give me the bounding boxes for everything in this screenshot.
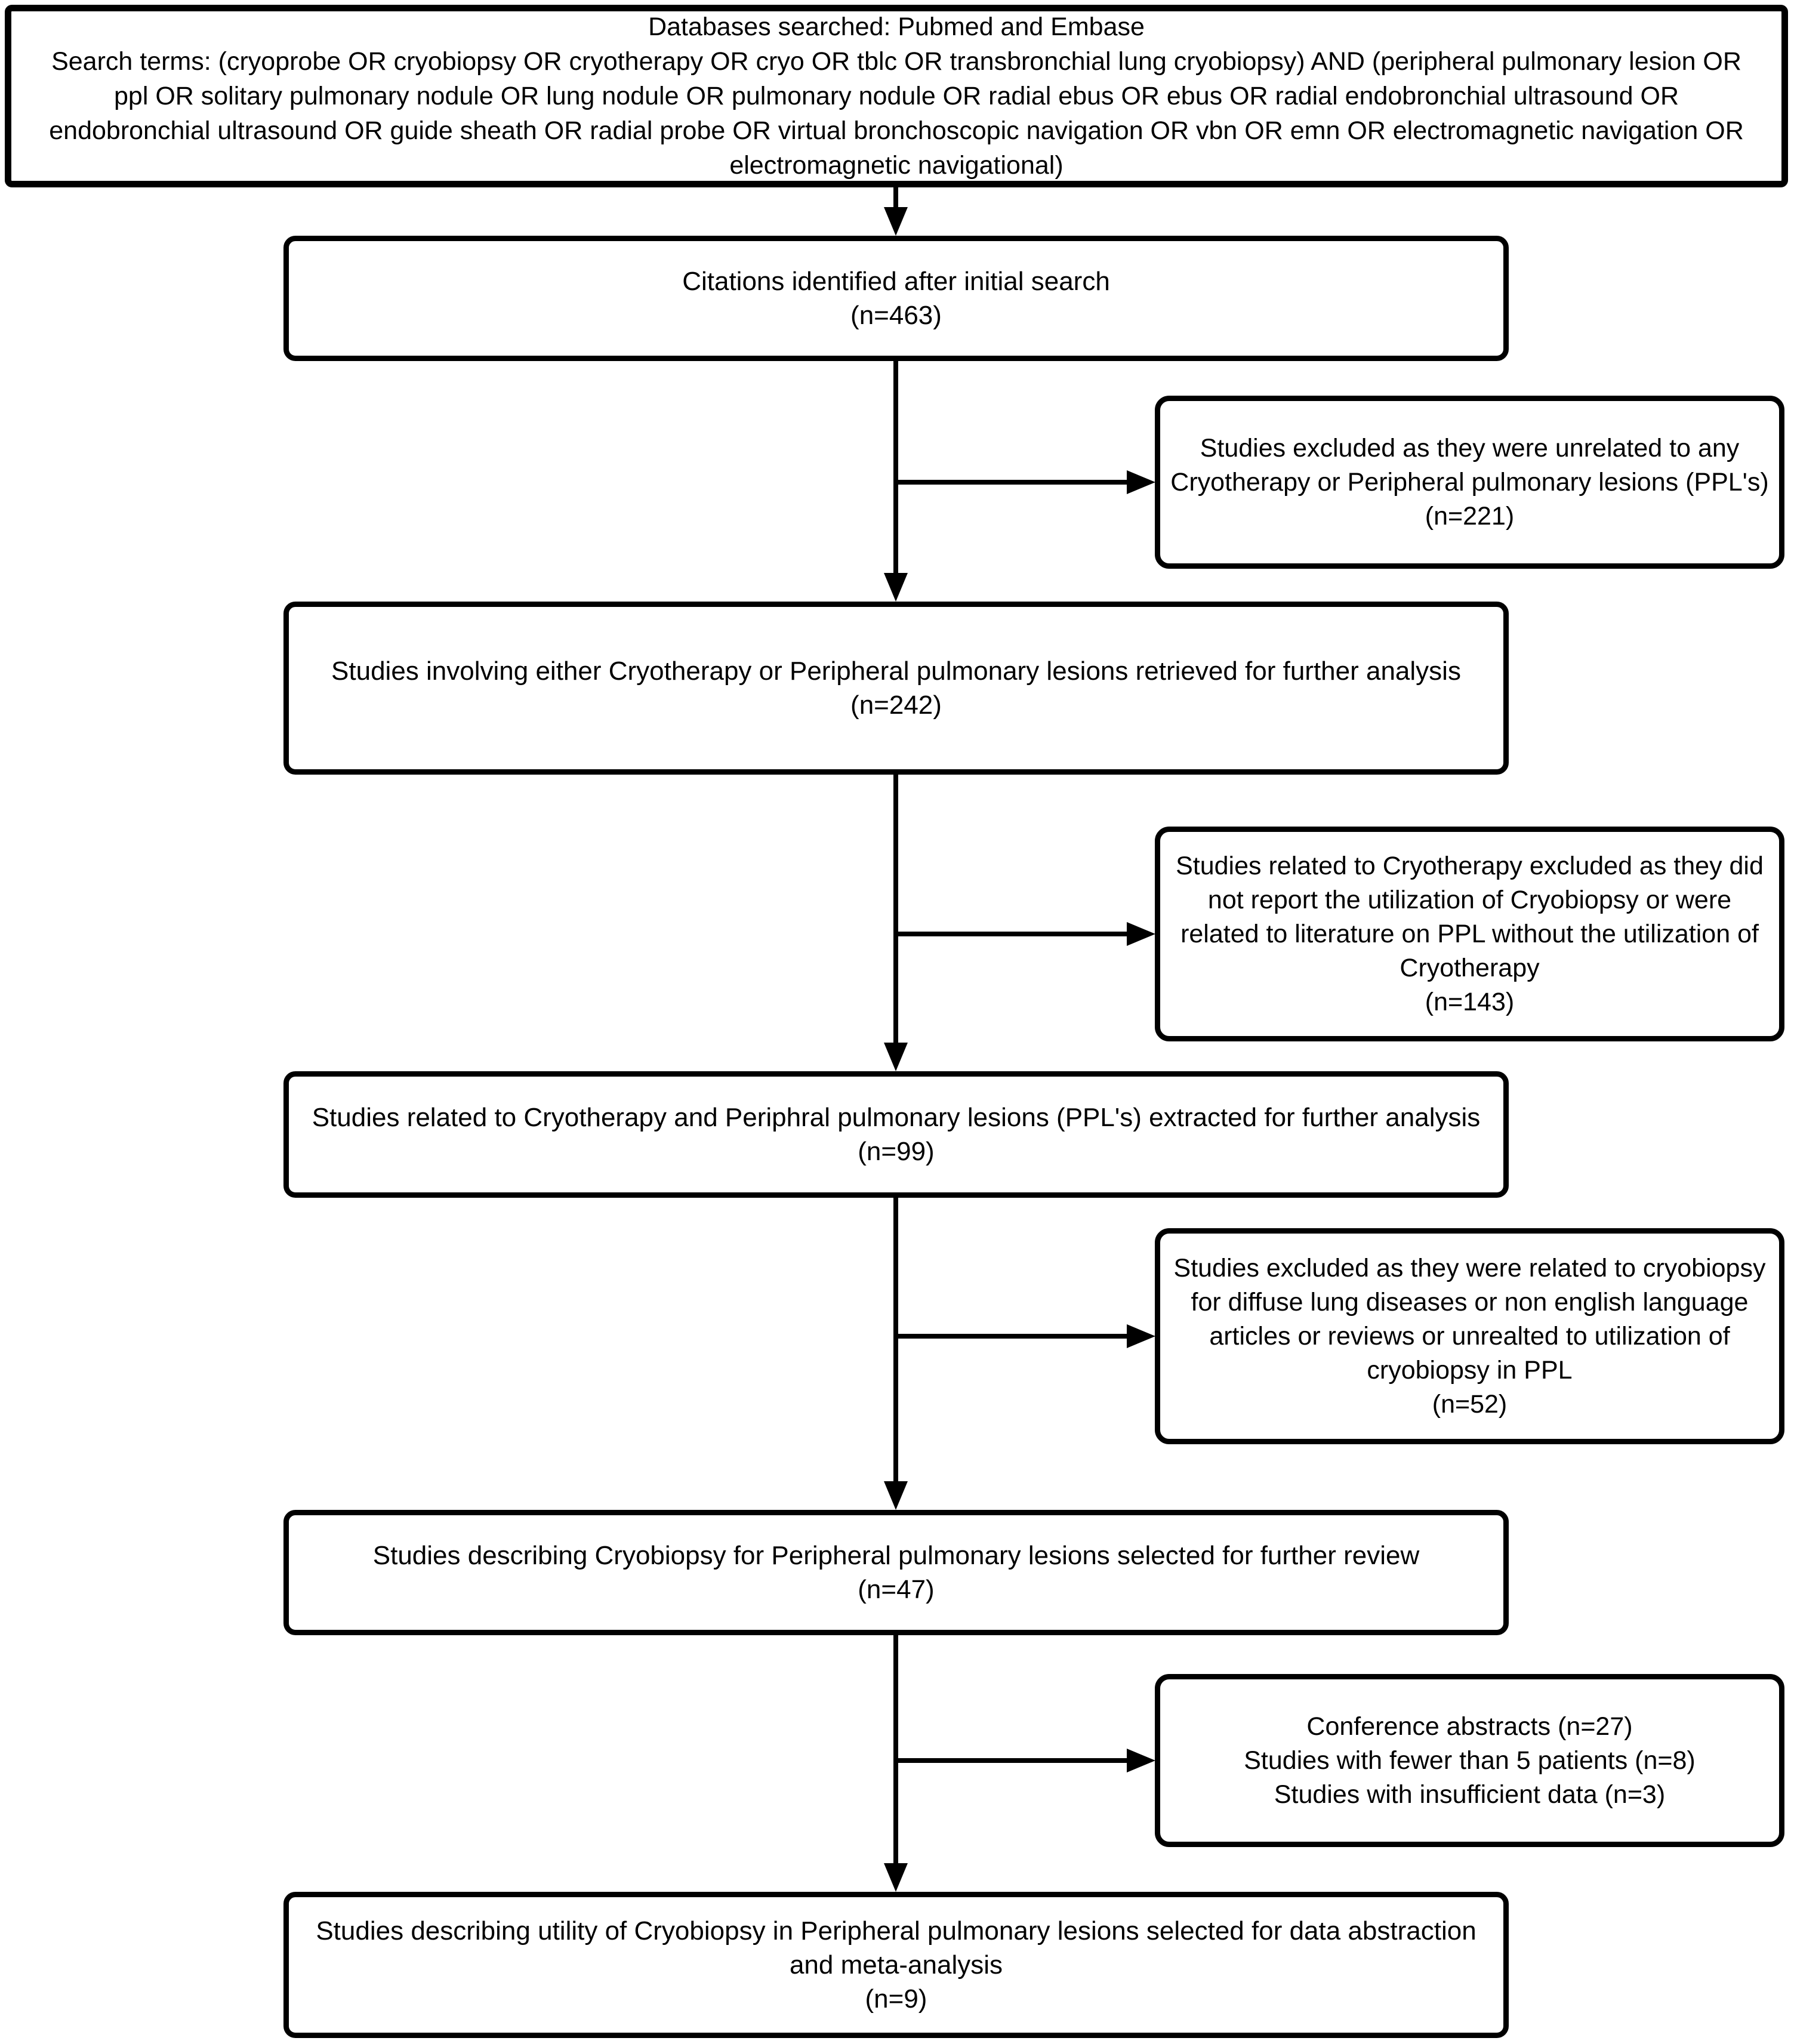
flow-box-count: (n=9)	[865, 1984, 927, 2014]
exclusion-count: (n=221)	[1425, 501, 1515, 531]
exclusion-count: (n=52)	[1432, 1389, 1508, 1419]
exclusion-text: Studies related to Cryotherapy excluded …	[1176, 851, 1764, 982]
branch-line-1	[896, 480, 1132, 485]
branch-line-2	[896, 932, 1132, 936]
flow-box-text: Studies related to Cryotherapy and Perip…	[312, 1103, 1481, 1132]
flow-box-selected-for-review: Studies describing Cryobiopsy for Periph…	[283, 1510, 1509, 1635]
flow-box-studies-extracted: Studies related to Cryotherapy and Perip…	[283, 1071, 1509, 1198]
flow-box-count: (n=242)	[850, 690, 942, 720]
search-strategy-box: Databases searched: Pubmed and Embase Se…	[5, 5, 1788, 187]
flow-box-count: (n=47)	[858, 1575, 935, 1604]
exclusion-line-3: Studies with insufficient data (n=3)	[1274, 1780, 1666, 1809]
exclusion-line-2: Studies with fewer than 5 patients (n=8)	[1244, 1746, 1696, 1775]
arrow-down-icon-4	[884, 1481, 908, 1510]
flow-box-final-selection: Studies describing utility of Cryobiopsy…	[283, 1892, 1509, 2038]
connector-line-4	[893, 1198, 898, 1502]
flow-box-text: Studies describing utility of Cryobiopsy…	[316, 1916, 1476, 1980]
arrow-down-icon-3	[884, 1043, 908, 1071]
search-terms-line: Search terms: (cryoprobe OR cryobiopsy O…	[49, 47, 1744, 180]
flow-box-studies-retrieved: Studies involving either Cryotherapy or …	[283, 602, 1509, 775]
flow-box-count: (n=463)	[850, 301, 942, 330]
arrow-right-icon-2	[1127, 922, 1155, 946]
arrow-right-icon-1	[1127, 470, 1155, 494]
exclusion-line-1: Conference abstracts (n=27)	[1306, 1712, 1633, 1741]
flow-box-citations-identified: Citations identified after initial searc…	[283, 236, 1509, 361]
exclusion-box-abstracts-small-insufficient: Conference abstracts (n=27) Studies with…	[1155, 1674, 1784, 1847]
arrow-right-icon-3	[1127, 1324, 1155, 1348]
exclusion-box-diffuse-lung-disease: Studies excluded as they were related to…	[1155, 1228, 1784, 1444]
flow-box-text: Studies describing Cryobiopsy for Periph…	[372, 1541, 1420, 1570]
exclusion-text: Studies excluded as they were related to…	[1173, 1253, 1766, 1385]
connector-line-2	[893, 361, 898, 594]
flow-box-text: Studies involving either Cryotherapy or …	[331, 656, 1461, 686]
exclusion-text: Studies excluded as they were unrelated …	[1170, 433, 1769, 497]
branch-line-4	[896, 1758, 1132, 1763]
arrow-down-icon-1	[884, 207, 908, 236]
connector-line-3	[893, 775, 898, 1064]
exclusion-box-unrelated-studies: Studies excluded as they were unrelated …	[1155, 396, 1784, 569]
databases-searched-line: Databases searched: Pubmed and Embase	[648, 13, 1145, 41]
flow-box-text: Citations identified after initial searc…	[682, 267, 1110, 296]
flow-box-count: (n=99)	[858, 1137, 935, 1166]
arrow-down-icon-2	[884, 573, 908, 602]
arrow-down-icon-5	[884, 1863, 908, 1892]
exclusion-box-no-cryobiopsy: Studies related to Cryotherapy excluded …	[1155, 827, 1784, 1041]
exclusion-count: (n=143)	[1425, 987, 1515, 1016]
branch-line-3	[896, 1334, 1132, 1339]
arrow-right-icon-4	[1127, 1749, 1155, 1772]
